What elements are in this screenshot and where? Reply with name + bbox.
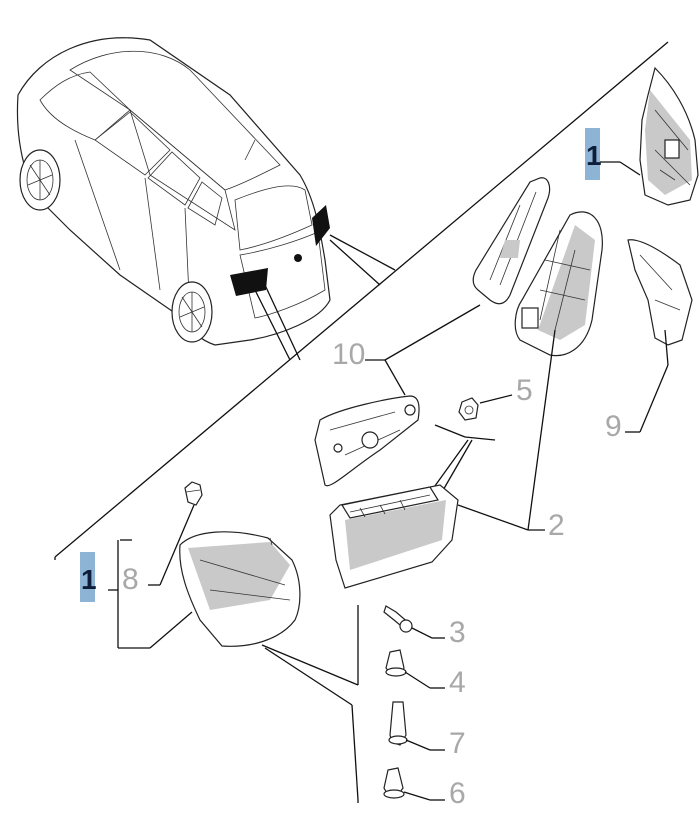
lamp-bracket [514, 211, 603, 357]
callout-10: 10 [332, 338, 365, 371]
cap-6 [383, 767, 445, 801]
callout-7: 7 [449, 727, 466, 760]
cap-4 [385, 649, 445, 689]
lamp-assembly-top [600, 66, 699, 206]
callout-6: 6 [449, 777, 466, 810]
callout-5: 5 [516, 374, 533, 407]
clip-8 [148, 481, 203, 586]
tail-lamp-1-lower [108, 531, 359, 706]
callout-2: 2 [548, 509, 565, 542]
frame-lines [54, 41, 669, 560]
screw-3 [383, 605, 445, 639]
callout-1-left: 1 [80, 552, 97, 602]
pin-7 [388, 701, 445, 751]
callout-1-top: 1 [585, 128, 602, 180]
nut-5 [431, 394, 513, 493]
callout-8: 8 [122, 563, 139, 596]
gasket-10 [314, 304, 481, 487]
callout-9: 9 [605, 410, 622, 443]
tail-lamp-2 [329, 329, 556, 589]
fastener-bracket [351, 605, 359, 803]
lamp-cover-9 [625, 239, 693, 433]
callout-4: 4 [449, 666, 466, 699]
callout-1-left-label: 1 [81, 564, 97, 595]
callout-1-top-label: 1 [586, 140, 602, 171]
gasket-top [472, 177, 551, 305]
car-illustration [16, 37, 331, 346]
callout-3: 3 [449, 616, 466, 649]
